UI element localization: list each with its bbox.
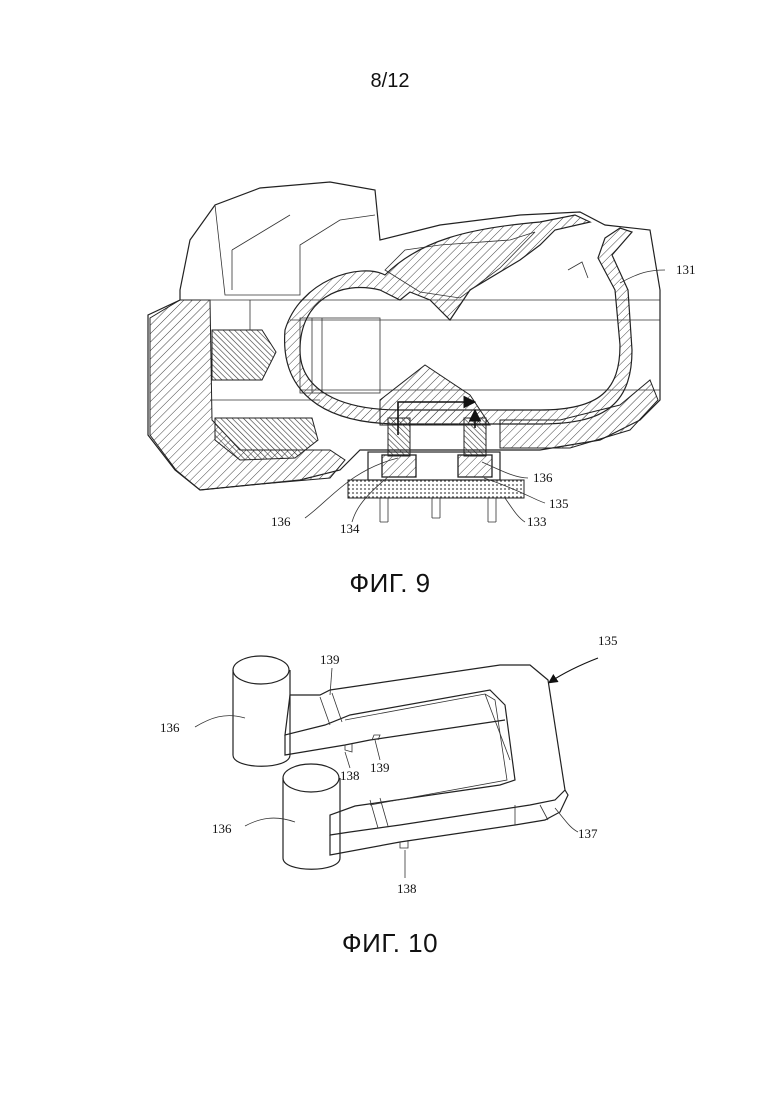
label-139-top: 139 [320,652,340,667]
figure-9-drawing [148,182,665,522]
label-134: 134 [340,521,360,536]
label-136-top: 136 [160,720,180,735]
label-136-left: 136 [271,514,291,529]
label-138-bottom: 138 [397,881,417,896]
label-131: 131 [676,262,696,277]
figure-9-caption: ФИГ. 9 [0,568,780,599]
label-136-right: 136 [533,470,553,485]
label-135-fig10: 135 [598,633,618,648]
label-133: 133 [527,514,547,529]
label-139-mid: 139 [370,760,390,775]
label-136-bottom: 136 [212,821,232,836]
figure-10-caption: ФИГ. 10 [0,928,780,959]
figure-10-drawing [195,656,598,878]
label-138-top: 138 [340,768,360,783]
label-135: 135 [549,496,569,511]
label-137: 137 [578,826,598,841]
